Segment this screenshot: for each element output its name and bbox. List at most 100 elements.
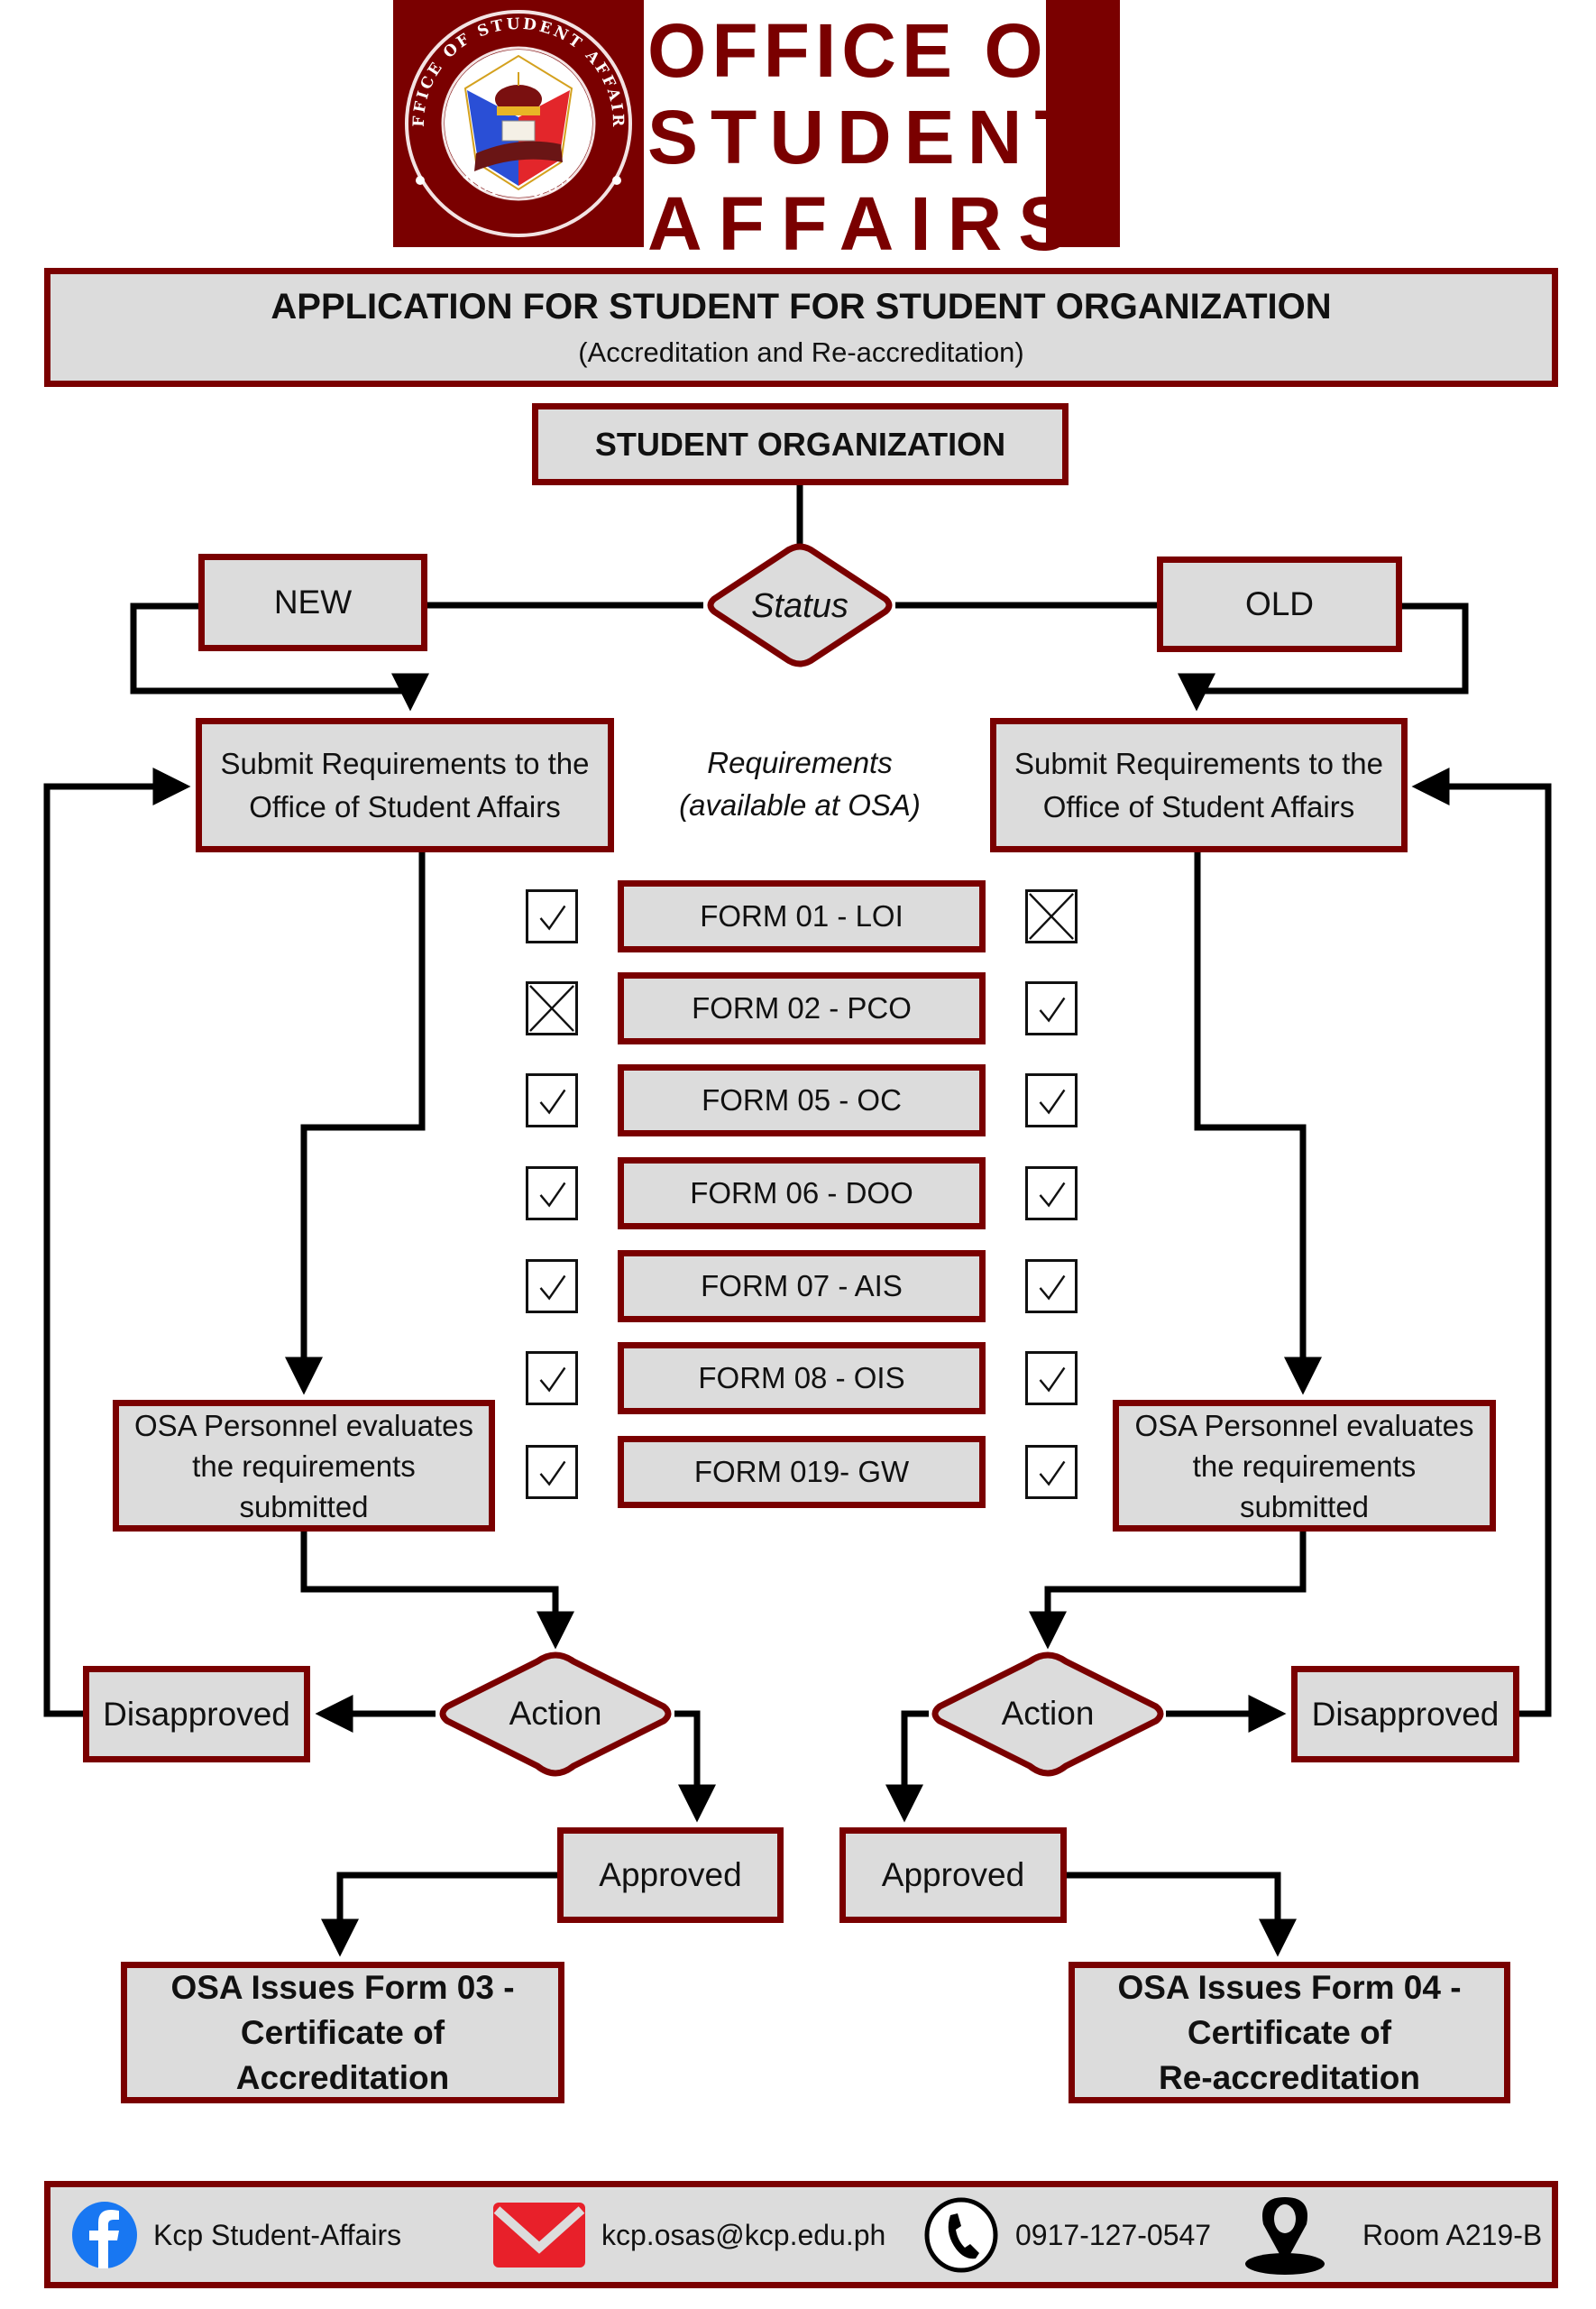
osa-seal-logo: OFFICE OF STUDENT AFFAIRS KCP - OSA [385,0,632,237]
final-right-line: Re-accreditation [1159,2058,1420,2096]
requirements-note: Requirements (available at OSA) [649,741,950,826]
connector-submit-eval-left [285,852,426,1395]
submit-requirements-new-box: Submit Requirements to the Office of Stu… [196,718,614,852]
action-left-diamond-shape [439,1651,672,1777]
title-box: APPLICATION FOR STUDENT FOR STUDENT ORGA… [44,268,1558,387]
approved-old-box: Approved [839,1827,1067,1923]
requirements-note-line: Requirements [707,746,893,779]
requirement-form-label: FORM 06 - DOO [690,1176,913,1210]
submit-right-line: Office of Student Affairs [1042,789,1355,823]
evaluate-right-line: submitted [1239,1489,1370,1523]
disapproved-new-box: Disapproved [83,1666,310,1762]
status-diamond-shape [707,543,893,667]
final-right-line: OSA Issues Form 04 - [1117,1968,1462,2006]
requirement-form-box: FORM 08 - OIS [618,1342,986,1414]
facebook-icon [72,2202,137,2268]
evaluate-left-line: the requirements [192,1449,416,1483]
requirement-form-box: FORM 019- GW [618,1436,986,1508]
old-required-check-icon [1025,1351,1078,1405]
new-not-required-cross-icon [526,981,578,1035]
final-left-line: Accreditation [235,2058,450,2096]
email-label: kcp.osas@kcp.edu.ph [601,2218,886,2251]
new-required-check-icon [526,889,578,943]
new-label: NEW [273,584,353,621]
action-right-label: Action [1001,1695,1095,1732]
evaluate-left-line: submitted [239,1489,369,1523]
new-required-check-icon [526,1351,578,1405]
requirement-form-box: FORM 07 - AIS [618,1250,986,1322]
submit-left-line: Submit Requirements to the [220,746,590,780]
evaluate-old-box: OSA Personnel evaluates the requirements… [1113,1400,1496,1532]
connector-eval-action-right [1029,1532,1307,1650]
facebook-label: Kcp Student-Affairs [153,2218,402,2251]
header-title-line: AFFAIRS [647,181,1086,266]
header-title-line: STUDENT [647,95,1094,179]
requirement-form-label: FORM 05 - OC [702,1083,902,1117]
page-title: APPLICATION FOR STUDENT FOR STUDENT ORGA… [271,286,1332,327]
evaluate-right-line: OSA Personnel evaluates [1134,1408,1474,1442]
connector-submit-eval-right [1194,852,1322,1395]
old-required-check-icon [1025,1445,1078,1499]
old-label: OLD [1244,585,1315,622]
header-right-bar [1046,0,1120,247]
footer-facebook[interactable]: Kcp Student-Affairs [70,2199,401,2271]
new-required-check-icon [526,1073,578,1127]
new-box: NEW [198,554,427,651]
header-logo-panel: OFFICE OF STUDENT AFFAIRS KCP - OSA [385,0,644,247]
requirement-form-label: FORM 08 - OIS [698,1361,905,1394]
connector-approved-final-left [321,1872,557,1957]
connector-disapproved-loop-left [43,768,191,1717]
final-right-line: Certificate of [1187,2013,1392,2051]
old-required-check-icon [1025,981,1078,1035]
footer-email[interactable]: kcp.osas@kcp.edu.ph [491,2199,885,2271]
old-required-check-icon [1025,1166,1078,1220]
approved-left-label: Approved [599,1856,742,1893]
approved-new-box: Approved [557,1827,784,1923]
mail-icon [493,2203,585,2268]
footer-phone[interactable]: 0917-127-0547 [923,2197,1211,2273]
status-label: Status [751,586,848,625]
student-organization-box: STUDENT ORGANIZATION [532,403,1069,485]
requirement-form-box: FORM 06 - DOO [618,1157,986,1229]
location-pin-icon [1245,2197,1325,2275]
approved-right-label: Approved [881,1856,1025,1893]
disapproved-old-box: Disapproved [1291,1666,1519,1762]
action-right-diamond-shape [931,1651,1164,1777]
old-box: OLD [1157,557,1402,652]
status-decision: Status [710,579,890,633]
header-title: OFFICE OF STUDENT AFFAIRS [647,7,1095,267]
old-required-check-icon [1025,1073,1078,1127]
new-required-check-icon [526,1166,578,1220]
action-left-label: Action [509,1695,602,1732]
student-organization-label: STUDENT ORGANIZATION [594,425,1006,463]
connector-new-submit [130,603,429,712]
connector-eval-action-left [300,1532,574,1650]
connector-approved-final-right [1067,1872,1297,1957]
disapproved-right-label: Disapproved [1311,1695,1500,1733]
evaluate-left-line: OSA Personnel evaluates [133,1408,474,1442]
new-required-check-icon [526,1445,578,1499]
requirement-form-label: FORM 019- GW [693,1455,910,1488]
requirement-form-box: FORM 02 - PCO [618,972,986,1044]
evaluate-right-line: the requirements [1192,1449,1417,1483]
action-old-decision: Action [958,1688,1138,1739]
page-subtitle: (Accreditation and Re-accreditation) [578,336,1024,368]
phone-icon [924,2197,998,2273]
old-not-required-cross-icon [1025,889,1078,943]
footer-location: Room A219-B [1242,2194,1542,2277]
certificate-accreditation-box: OSA Issues Form 03 - Certificate of Accr… [121,1962,564,2103]
connector-old-submit [1178,603,1469,712]
requirement-form-label: FORM 01 - LOI [700,899,903,933]
connector-action-approved-right [885,1710,929,1823]
requirement-form-box: FORM 01 - LOI [618,880,986,952]
requirement-form-box: FORM 05 - OC [618,1064,986,1136]
submit-left-line: Office of Student Affairs [249,789,561,823]
header-title-panel [644,0,1046,247]
connector-disapproved-loop-right [1411,768,1552,1717]
requirements-note-line: (available at OSA) [679,788,921,822]
requirement-form-label: FORM 02 - PCO [692,991,912,1025]
evaluate-new-box: OSA Personnel evaluates the requirements… [113,1400,495,1532]
requirement-form-label: FORM 07 - AIS [701,1269,903,1302]
connector-action-approved-left [674,1710,716,1823]
